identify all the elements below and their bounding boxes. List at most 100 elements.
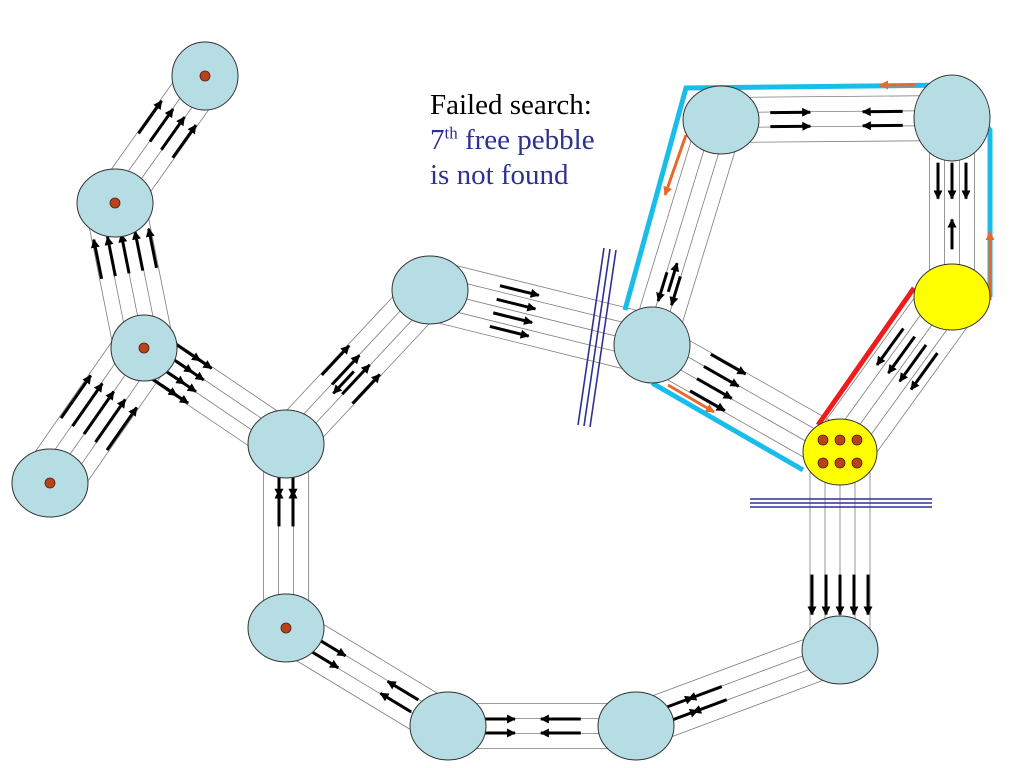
directed-edge-arrow: [160, 116, 186, 151]
pebble: [817, 457, 829, 469]
pebble: [834, 434, 846, 446]
pebble: [851, 434, 863, 446]
node: [613, 306, 691, 384]
cut-line-diagonal: [583, 248, 611, 427]
cut-line-diagonal: [589, 249, 617, 428]
directed-edge-arrow: [489, 325, 530, 339]
node: [391, 255, 469, 325]
edge-line: [433, 275, 656, 331]
caption-line-2: 7th free pebble: [430, 123, 595, 158]
directed-edge-arrow: [137, 100, 163, 135]
directed-edge-arrow: [176, 360, 205, 382]
directed-edge-arrow: [71, 382, 104, 427]
edge-line: [297, 608, 460, 708]
caption-line-3: is not found: [430, 158, 569, 191]
directed-edge-arrow: [320, 344, 351, 376]
cut-line-diagonal: [577, 247, 605, 426]
highlighted-node: [913, 263, 991, 331]
conflict-edge: [815, 286, 917, 427]
edge-line: [720, 95, 952, 98]
edge-line: [74, 364, 169, 501]
caption-line-1: Failed search:: [430, 89, 592, 121]
directed-edge-arrow: [689, 389, 726, 412]
directed-edge-arrow: [666, 262, 680, 293]
edge-line: [85, 208, 115, 354]
directed-edge-arrow: [82, 390, 115, 435]
search-direction-arrow: [663, 134, 688, 196]
caption-ordinal-number: 7: [430, 123, 445, 156]
directed-edge-arrow: [90, 238, 104, 280]
edge-line: [437, 260, 660, 317]
edge-line: [643, 670, 848, 748]
pebble: [280, 622, 292, 634]
nodes: [11, 41, 991, 761]
edge-line: [644, 117, 715, 343]
directed-edge-arrow: [160, 383, 189, 405]
directed-edge-arrow: [330, 354, 361, 386]
directed-edge-arrow: [94, 398, 127, 443]
edge-line: [721, 140, 953, 143]
directed-edge-arrow: [386, 680, 420, 702]
pebble: [44, 477, 56, 489]
directed-edge-arrow: [499, 284, 540, 298]
directed-edge-arrow: [496, 297, 537, 312]
directed-edge-arrow: [105, 406, 138, 451]
edge-line: [720, 110, 952, 113]
directed-edge-arrow: [148, 108, 175, 143]
directed-edge-arrow: [887, 335, 916, 375]
edge-line: [721, 125, 953, 128]
pebble: [851, 457, 863, 469]
node: [801, 615, 879, 685]
caption-ordinal-suffix: th: [444, 123, 458, 143]
directed-edge-arrow: [59, 374, 92, 419]
directed-edge-arrow: [341, 363, 371, 396]
edge-line: [25, 330, 120, 467]
edge-line: [658, 122, 729, 348]
edge-line: [630, 113, 700, 339]
node: [682, 85, 760, 155]
edge-line: [640, 364, 830, 472]
node: [913, 74, 991, 162]
caption-line-2-text: free pebble: [457, 123, 595, 156]
edge-line: [863, 314, 977, 470]
pebble: [109, 197, 121, 209]
edge-line: [673, 126, 743, 352]
edge-line: [662, 325, 852, 433]
directed-edge-arrow: [703, 365, 740, 388]
highlighted-node: [802, 418, 878, 486]
directed-edge-arrow: [184, 349, 213, 370]
edge-line: [628, 628, 833, 706]
directed-edge-arrow: [898, 343, 928, 383]
edge-line: [144, 197, 174, 343]
directed-edge-arrow: [168, 372, 197, 393]
directed-edge-arrow: [104, 236, 117, 277]
directed-edge-arrow: [379, 691, 412, 714]
directed-edge-arrow: [656, 271, 669, 302]
pebble: [138, 342, 150, 354]
search-direction-arrow: [667, 383, 715, 414]
directed-edge-arrow: [332, 370, 355, 395]
caption: Failed search: 7th free pebble is not fo…: [430, 88, 595, 192]
pebble: [817, 434, 829, 446]
directed-edge-arrow: [710, 353, 747, 376]
directed-edge-arrow: [118, 233, 131, 274]
node: [409, 691, 487, 761]
directed-edge-arrow: [875, 327, 905, 366]
directed-edge-arrow: [687, 685, 723, 701]
directed-edge-arrow: [909, 352, 939, 391]
directed-edge-arrow: [692, 698, 728, 714]
directed-edge-arrow: [351, 373, 381, 405]
directed-edge-arrow: [492, 311, 533, 325]
pebble: [834, 457, 846, 469]
directed-edge-arrow: [696, 377, 733, 400]
node: [597, 691, 675, 761]
search-path-lower: [650, 380, 805, 473]
node: [247, 409, 325, 479]
pebble: [199, 70, 211, 82]
directed-edge-arrow: [132, 230, 145, 271]
directed-edge-arrow: [669, 276, 682, 307]
edge-line: [422, 318, 645, 375]
edge-line: [815, 279, 929, 435]
directed-edge-arrow: [171, 124, 198, 159]
